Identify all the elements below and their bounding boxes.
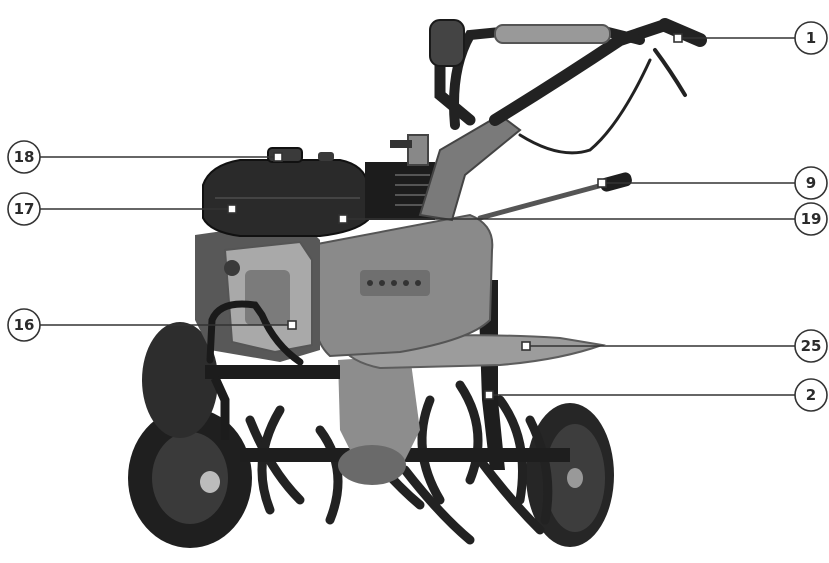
gear-lever <box>477 180 613 221</box>
tiller-illustration <box>128 18 707 548</box>
callout-1-label: 1 <box>806 29 816 47</box>
callout-25 <box>521 329 828 363</box>
handle-column <box>418 113 522 222</box>
tiller-tines <box>245 380 553 545</box>
callout-1 <box>673 21 828 55</box>
callout-19-label: 19 <box>801 210 822 228</box>
gear-housing <box>338 355 420 470</box>
callout-17-label: 17 <box>14 200 35 218</box>
depth-stake <box>478 280 505 470</box>
callouts <box>7 21 828 412</box>
control-box <box>429 19 465 67</box>
callout-9 <box>597 166 828 200</box>
callout-9-label: 9 <box>806 174 816 192</box>
callout-25-label: 25 <box>801 337 822 355</box>
callout-19 <box>338 202 828 236</box>
callout-18 <box>7 140 283 174</box>
callout-2-label: 2 <box>806 386 816 404</box>
left-wheel <box>128 408 252 548</box>
callout-17 <box>7 192 237 226</box>
callout-16 <box>7 308 297 342</box>
callout-labels: 1 9 19 25 2 18 17 16 <box>14 29 822 404</box>
left-rear-disc <box>142 322 218 438</box>
callout-16-label: 16 <box>14 316 35 334</box>
callout-2 <box>484 378 828 412</box>
callout-18-label: 18 <box>14 148 35 166</box>
fuel-cap <box>267 147 303 163</box>
engine-guard <box>206 300 304 366</box>
